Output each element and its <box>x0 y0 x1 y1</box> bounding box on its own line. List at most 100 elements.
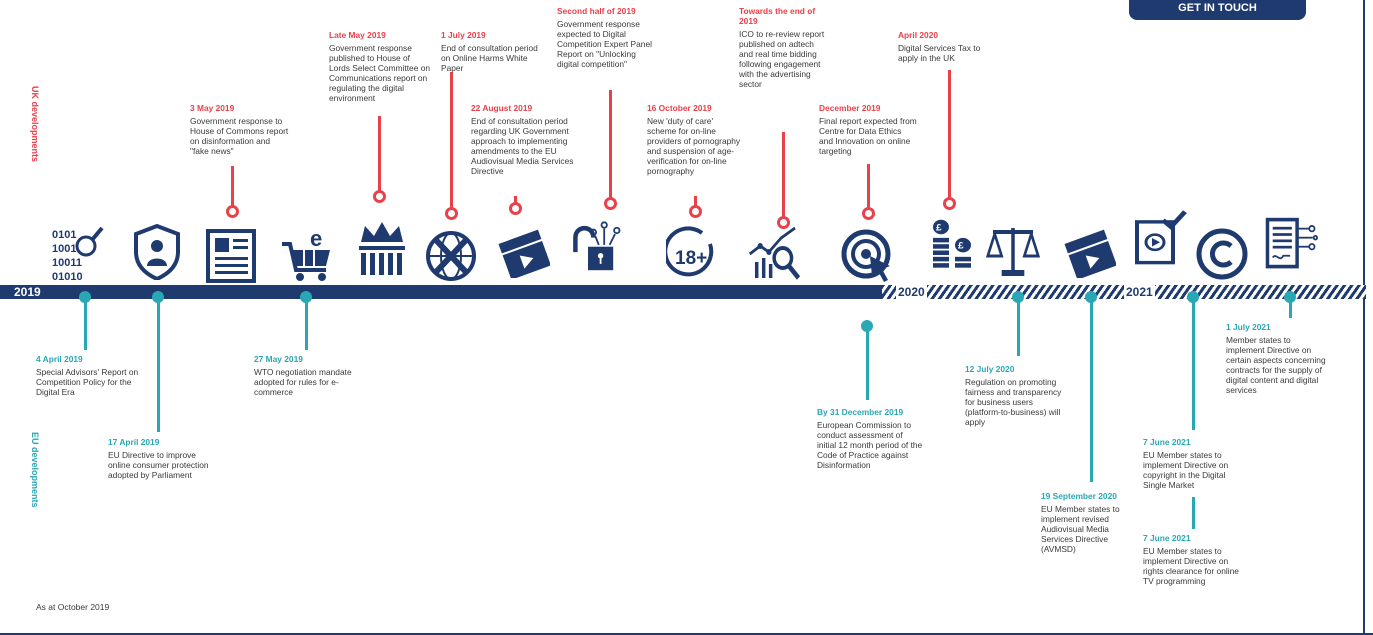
svg-text:01010: 01010 <box>52 271 83 280</box>
uk-pin <box>943 197 956 210</box>
eu-event-7-june-2021-tv: 7 June 2021 EU Member states to implemen… <box>1143 533 1245 586</box>
event-text: EU Member states to implement Directive … <box>1143 546 1239 586</box>
target-cursor-icon <box>840 226 894 282</box>
uk-stem <box>948 70 951 198</box>
uk-pin <box>226 205 239 218</box>
eu-stem <box>1017 300 1020 356</box>
uk-stem <box>514 196 517 204</box>
shield-person-icon <box>130 224 184 280</box>
tablet-video-check-icon <box>1133 210 1187 266</box>
event-text: Member states to implement Directive on … <box>1226 335 1326 395</box>
eu-stem <box>305 300 308 350</box>
uk-stem <box>867 164 870 208</box>
svg-text:£: £ <box>958 241 964 251</box>
eu-dot <box>1187 291 1199 303</box>
year-label-2019: 2019 <box>14 285 41 299</box>
event-date: 19 September 2020 <box>1041 491 1117 501</box>
uk-event-second-half-2019: Second half of 2019 Government response … <box>557 6 657 69</box>
event-date: Second half of 2019 <box>557 6 636 16</box>
event-text: New 'duty of care' scheme for on-line pr… <box>647 116 741 176</box>
eu-event-7-june-2021-copyright: 7 June 2021 EU Member states to implemen… <box>1143 437 1245 490</box>
timeline-axis-2019 <box>0 285 882 299</box>
event-date: 16 October 2019 <box>647 103 712 113</box>
event-text: Special Advisors' Report on Competition … <box>36 367 139 397</box>
eu-dot <box>152 291 164 303</box>
uk-stem <box>231 166 234 206</box>
svg-text:0101: 0101 <box>52 229 76 241</box>
get-in-touch-button[interactable]: GET IN TOUCH <box>1129 0 1306 20</box>
event-date: Late May 2019 <box>329 30 386 40</box>
uk-event-22-august-2019: 22 August 2019 End of consultation perio… <box>471 103 575 176</box>
event-date: 4 April 2019 <box>36 354 83 364</box>
event-date: Towards the end of 2019 <box>739 6 816 26</box>
frame-border-right <box>1363 0 1365 635</box>
svg-text:10011: 10011 <box>52 257 82 269</box>
uk-event-april-2020: April 2020 Digital Services Tax to apply… <box>898 30 998 63</box>
eu-developments-label: EU developments <box>30 432 40 508</box>
eu-stem <box>1289 300 1292 318</box>
event-text: Government response to House of Commons … <box>190 116 289 156</box>
eu-dot <box>1085 291 1097 303</box>
event-date: 3 May 2019 <box>190 103 235 113</box>
uk-pin <box>604 197 617 210</box>
uk-event-end-of-2019: Towards the end of 2019 ICO to re-review… <box>739 6 827 89</box>
uk-pin <box>689 205 702 218</box>
eu-event-17-april-2019: 17 April 2019 EU Directive to improve on… <box>108 437 216 480</box>
svg-text:1001: 1001 <box>52 243 76 255</box>
event-text: Government response expected to Digital … <box>557 19 652 69</box>
event-date: 22 August 2019 <box>471 103 533 113</box>
event-date: April 2020 <box>898 30 939 40</box>
uk-stem <box>609 90 612 198</box>
unlocked-padlock-circuit-icon <box>570 216 624 272</box>
eu-event-1-july-2021: 1 July 2021 Member states to implement D… <box>1226 322 1330 395</box>
svg-text:£: £ <box>936 223 942 233</box>
age-restriction-18-icon: 18+ <box>666 226 720 282</box>
event-text: Regulation on promoting fairness and tra… <box>965 377 1062 427</box>
event-date: 7 June 2021 <box>1143 437 1191 447</box>
event-date: 17 April 2019 <box>108 437 160 447</box>
uk-event-late-may-2019: Late May 2019 Government response publis… <box>329 30 433 103</box>
shopping-cart-ecommerce-icon: e <box>280 226 334 282</box>
eu-stem <box>1090 300 1093 482</box>
year-label-2021: 2021 <box>1124 285 1155 299</box>
eu-event-12-july-2020: 12 July 2020 Regulation on promoting fai… <box>965 364 1069 427</box>
uk-pin <box>777 216 790 229</box>
uk-event-3-may-2019: 3 May 2019 Government response to House … <box>190 103 290 156</box>
event-text: WTO negotiation mandate adopted for rule… <box>254 367 352 397</box>
pound-coins-stack-icon: £ £ <box>925 218 979 274</box>
eu-stem <box>866 326 869 400</box>
uk-pin <box>862 207 875 220</box>
eu-event-4-april-2019: 4 April 2019 Special Advisors' Report on… <box>36 354 146 397</box>
event-date: 7 June 2021 <box>1143 533 1191 543</box>
event-date: December 2019 <box>819 103 881 113</box>
analytics-chart-icon <box>748 224 802 280</box>
uk-stem <box>694 196 697 208</box>
year-label-2020: 2020 <box>896 285 927 299</box>
event-date: 12 July 2020 <box>965 364 1015 374</box>
eu-event-19-september-2020: 19 September 2020 EU Member states to im… <box>1041 491 1133 554</box>
event-text: Final report expected from Centre for Da… <box>819 116 917 156</box>
uk-stem <box>450 72 453 208</box>
eu-event-27-may-2019: 27 May 2019 WTO negotiation mandate adop… <box>254 354 354 397</box>
eu-event-31-december-2019: By 31 December 2019 European Commission … <box>817 407 923 470</box>
uk-pin <box>445 207 458 220</box>
uk-pin <box>373 190 386 203</box>
eu-stem <box>1192 497 1195 529</box>
uk-event-december-2019: December 2019 Final report expected from… <box>819 103 917 156</box>
event-date: 27 May 2019 <box>254 354 303 364</box>
eu-stem <box>84 300 87 350</box>
binary-code-icon: 0101 1001 10011 01010 <box>50 224 104 280</box>
svg-text:e: e <box>310 226 322 251</box>
event-text: EU Directive to improve online consumer … <box>108 450 209 480</box>
eu-stem <box>1192 300 1195 430</box>
uk-event-16-october-2019: 16 October 2019 New 'duty of care' schem… <box>647 103 741 176</box>
uk-event-1-july-2019: 1 July 2019 End of consultation period o… <box>441 30 546 73</box>
crown-parliament-icon <box>355 220 409 276</box>
frame-border-bottom <box>0 633 1373 635</box>
uk-pin <box>509 202 522 215</box>
event-date: By 31 December 2019 <box>817 407 904 417</box>
copyright-icon <box>1195 226 1249 282</box>
event-text: EU Member states to implement revised Au… <box>1041 504 1120 554</box>
event-text: ICO to re-review report published on adt… <box>739 29 825 89</box>
event-text: EU Member states to implement Directive … <box>1143 450 1229 490</box>
